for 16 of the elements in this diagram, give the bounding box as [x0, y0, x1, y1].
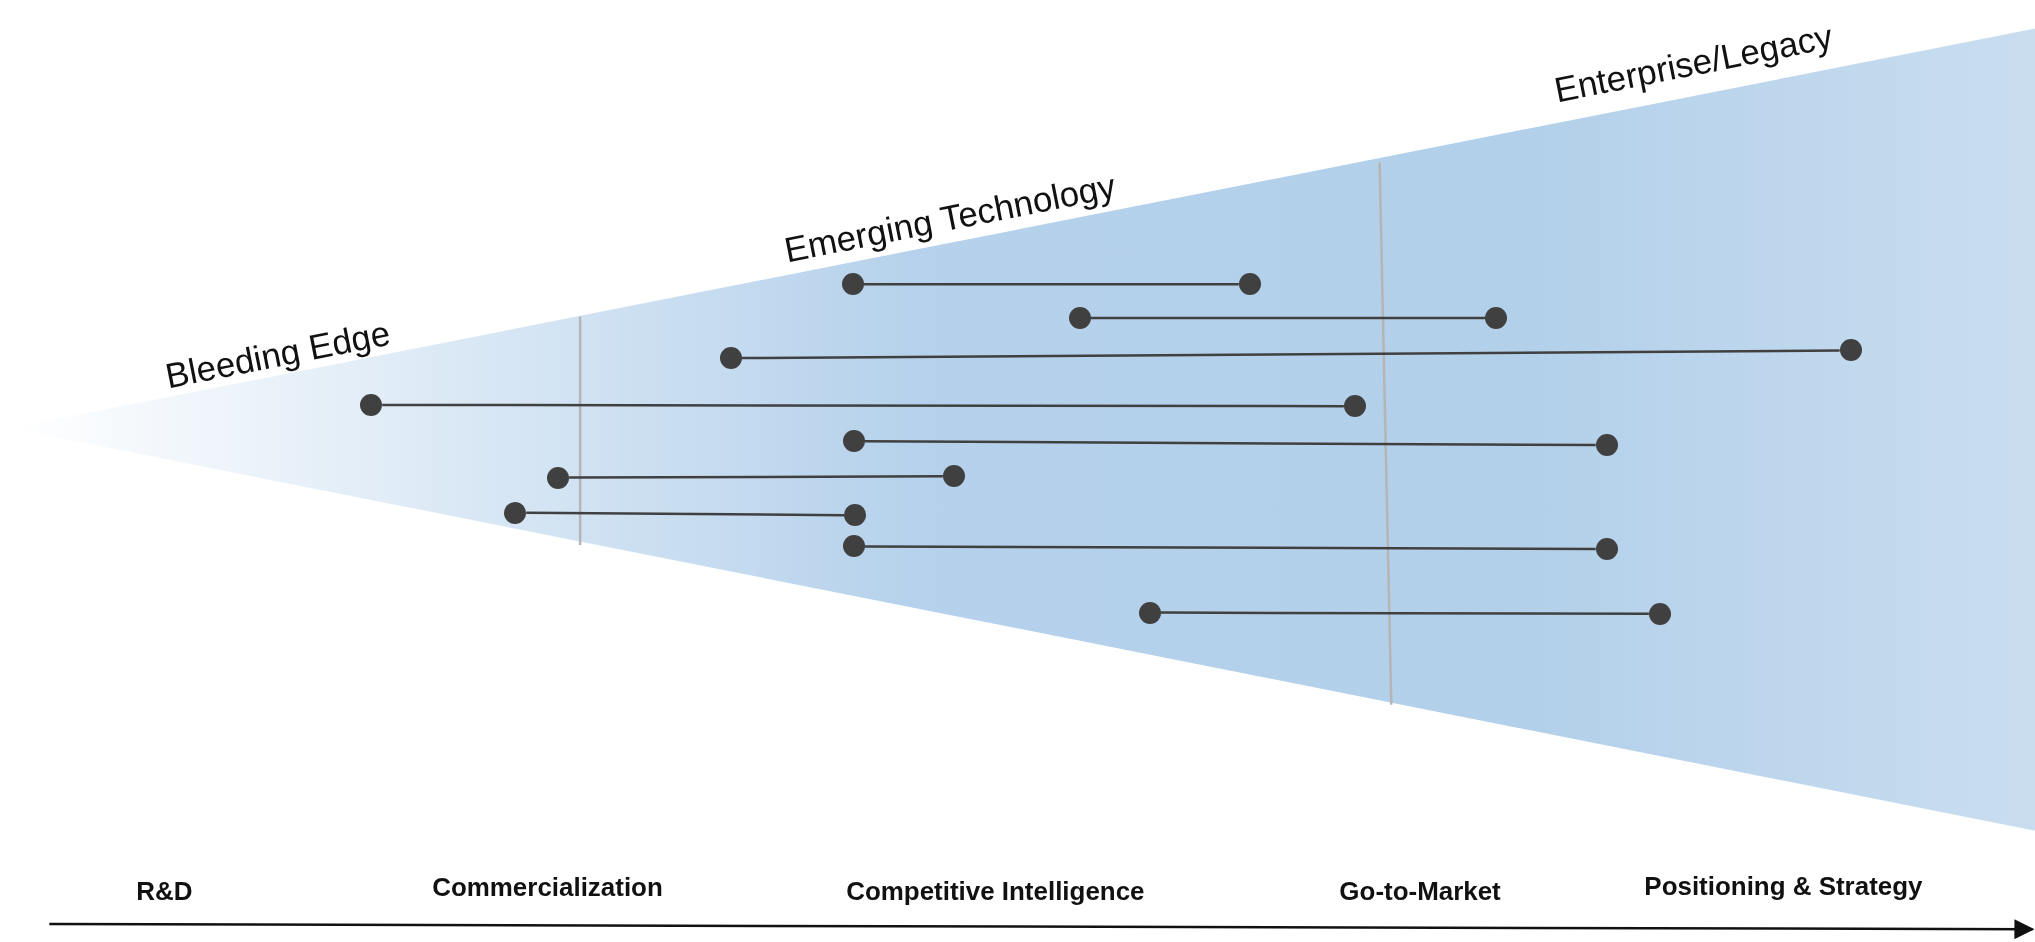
- stage-label: Bleeding Edge: [162, 312, 394, 397]
- phase-label: Competitive Intelligence: [846, 877, 1145, 907]
- connector-line: [863, 283, 1239, 286]
- phase-label: R&D: [136, 877, 193, 907]
- connector-line: [382, 403, 1344, 408]
- phase-label: Commercialization: [432, 873, 663, 903]
- connector-line: [569, 475, 943, 479]
- connector-line: [865, 545, 1596, 551]
- connector-line: [1160, 611, 1649, 616]
- connector-line: [526, 511, 845, 517]
- connector-line: [865, 440, 1596, 447]
- connector-line: [1090, 316, 1486, 320]
- stage-label: Emerging Technology: [781, 165, 1119, 271]
- phase-label: Positioning & Strategy: [1644, 872, 1923, 902]
- connector-line: [741, 349, 1840, 360]
- phase-label: Go-to-Market: [1339, 877, 1501, 907]
